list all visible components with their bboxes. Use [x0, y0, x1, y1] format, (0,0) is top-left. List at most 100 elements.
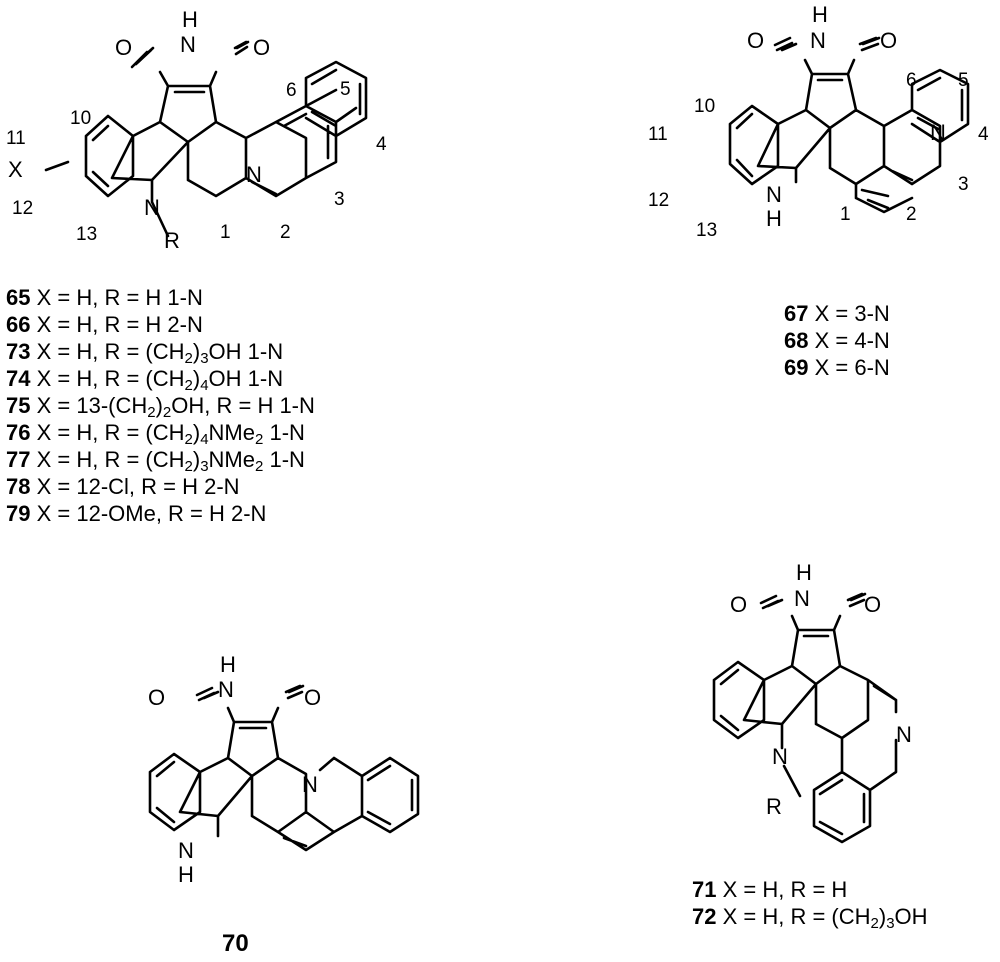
position-label-3: 3 — [334, 189, 345, 210]
imide-hydrogen: H — [812, 2, 828, 27]
legend-text: X = H, R = (CH — [30, 366, 185, 391]
structure-left-bottom: H N O O N H N — [148, 652, 420, 887]
compound-number-70: 70 — [222, 930, 249, 957]
legend-text: ) — [192, 339, 201, 364]
legend-row-71: 71 X = H, R = H — [692, 876, 928, 903]
legend-text: X = H, R = H — [716, 877, 848, 902]
compound-number: 66 — [6, 312, 31, 337]
compound-number: 77 — [6, 447, 31, 472]
position-label-2: 2 — [280, 222, 291, 243]
compound-number: 67 — [784, 301, 809, 326]
indole-nitrogen: N — [144, 195, 160, 220]
subscript: 2 — [255, 458, 264, 475]
structure-left-top-bonds — [44, 40, 368, 238]
carbonyl-oxygen-right: O — [304, 685, 321, 710]
x-substituent: X — [8, 157, 23, 182]
legend-row-66: 66 X = H, R = H 2-N — [6, 311, 315, 338]
legend-row-74: 74 X = H, R = (CH2)4OH 1-N — [6, 365, 315, 394]
r-substituent: R — [766, 794, 782, 819]
position-label-13: 13 — [76, 224, 97, 245]
legend-text: NMe — [208, 420, 255, 445]
indole-hydrogen: H — [178, 862, 194, 887]
subscript: 2 — [255, 431, 264, 448]
legend-row-69: 69 X = 6-N — [784, 354, 890, 381]
legend-row-68: 68 X = 4-N — [784, 327, 890, 354]
legend-text: X = H, R = (CH — [30, 447, 185, 472]
subscript: 3 — [200, 458, 209, 475]
imide-nitrogen: N — [810, 28, 826, 53]
legend-text: OH 1-N — [208, 366, 284, 391]
compound-number: 73 — [6, 339, 31, 364]
legend-text: X = 6-N — [808, 355, 890, 380]
position-label-10: 10 — [694, 96, 715, 117]
ring-nitrogen: N — [246, 162, 262, 187]
legend-row-65: 65 X = H, R = H 1-N — [6, 284, 315, 311]
subscript: 2 — [147, 404, 156, 421]
legend-text: X = H, R = (CH — [30, 339, 185, 364]
legend-text: X = 12-OMe, R = H 2-N — [30, 501, 267, 526]
imide-hydrogen: H — [182, 7, 198, 32]
legend-text: OH, R = H 1-N — [171, 393, 315, 418]
compound-number: 79 — [6, 501, 31, 526]
compound-number: 74 — [6, 366, 31, 391]
carbonyl-oxygen-left: O — [148, 685, 165, 710]
legend-text: OH — [894, 904, 928, 929]
carbonyl-oxygen-left: O — [747, 28, 764, 53]
carbonyl-oxygen-left: O — [730, 592, 747, 617]
compound-number: 76 — [6, 420, 31, 445]
carbonyl-oxygen-right: O — [880, 28, 897, 53]
legend-row-76: 76 X = H, R = (CH2)4NMe2 1-N — [6, 419, 315, 448]
structure-left-top: H N O O N R X N 1 2 3 4 5 6 10 11 12 13 — [6, 7, 387, 253]
indole-nitrogen: N — [772, 744, 788, 769]
imide-nitrogen: N — [218, 677, 234, 702]
ring-nitrogen: N — [896, 722, 912, 747]
structure-right-top-bonds — [728, 36, 970, 214]
subscript: 2 — [184, 350, 193, 367]
subscript: 2 — [184, 377, 193, 394]
r-substituent: R — [164, 228, 180, 253]
ring-nitrogen: N — [930, 120, 946, 145]
legend-row-78: 78 X = 12-Cl, R = H 2-N — [6, 473, 315, 500]
position-label-4: 4 — [978, 124, 989, 145]
legend-text: 1-N — [263, 420, 305, 445]
position-label-6: 6 — [286, 80, 297, 101]
structure-right-top: H N O O N H N 1 2 3 4 5 6 10 11 12 13 — [648, 2, 989, 241]
compound-number: 72 — [692, 904, 717, 929]
ring-nitrogen: N — [302, 772, 318, 797]
legend-text: X = H, R = (CH — [30, 420, 185, 445]
subscript: 2 — [870, 915, 879, 932]
position-label-5: 5 — [340, 79, 351, 100]
subscript: 2 — [184, 458, 193, 475]
legend-row-72: 72 X = H, R = (CH2)3OH — [692, 903, 928, 932]
legend-text: ) — [192, 447, 201, 472]
carbonyl-oxygen-left: O — [115, 35, 132, 60]
subscript: 4 — [200, 431, 209, 448]
legend-row-67: 67 X = 3-N — [784, 300, 890, 327]
legend-row-75: 75 X = 13-(CH2)2OH, R = H 1-N — [6, 392, 315, 421]
position-label-4: 4 — [376, 134, 387, 155]
subscript: 2 — [184, 431, 193, 448]
structure-right-bottom: H N O O N R N — [712, 560, 912, 844]
legend-text: ) — [192, 420, 201, 445]
legend-text: X = H, R = (CH — [716, 904, 871, 929]
position-label-5: 5 — [958, 70, 969, 91]
indole-nitrogen: N — [178, 838, 194, 863]
subscript: 4 — [200, 377, 209, 394]
legend-text: ) — [192, 366, 201, 391]
indole-hydrogen: H — [766, 206, 782, 231]
compound-number: 68 — [784, 328, 809, 353]
compound-number: 69 — [784, 355, 809, 380]
legend-row-79: 79 X = 12-OMe, R = H 2-N — [6, 500, 315, 527]
legend-text: X = H, R = H 1-N — [30, 285, 203, 310]
imide-hydrogen: H — [220, 652, 236, 677]
subscript: 3 — [886, 915, 895, 932]
legend-text: 1-N — [263, 447, 305, 472]
position-label-12: 12 — [648, 190, 669, 211]
imide-hydrogen: H — [796, 560, 812, 585]
compound-number: 78 — [6, 474, 31, 499]
legend-text: X = H, R = H 2-N — [30, 312, 203, 337]
legend-row-77: 77 X = H, R = (CH2)3NMe2 1-N — [6, 446, 315, 475]
compound-number: 65 — [6, 285, 31, 310]
subscript: 2 — [162, 404, 172, 421]
